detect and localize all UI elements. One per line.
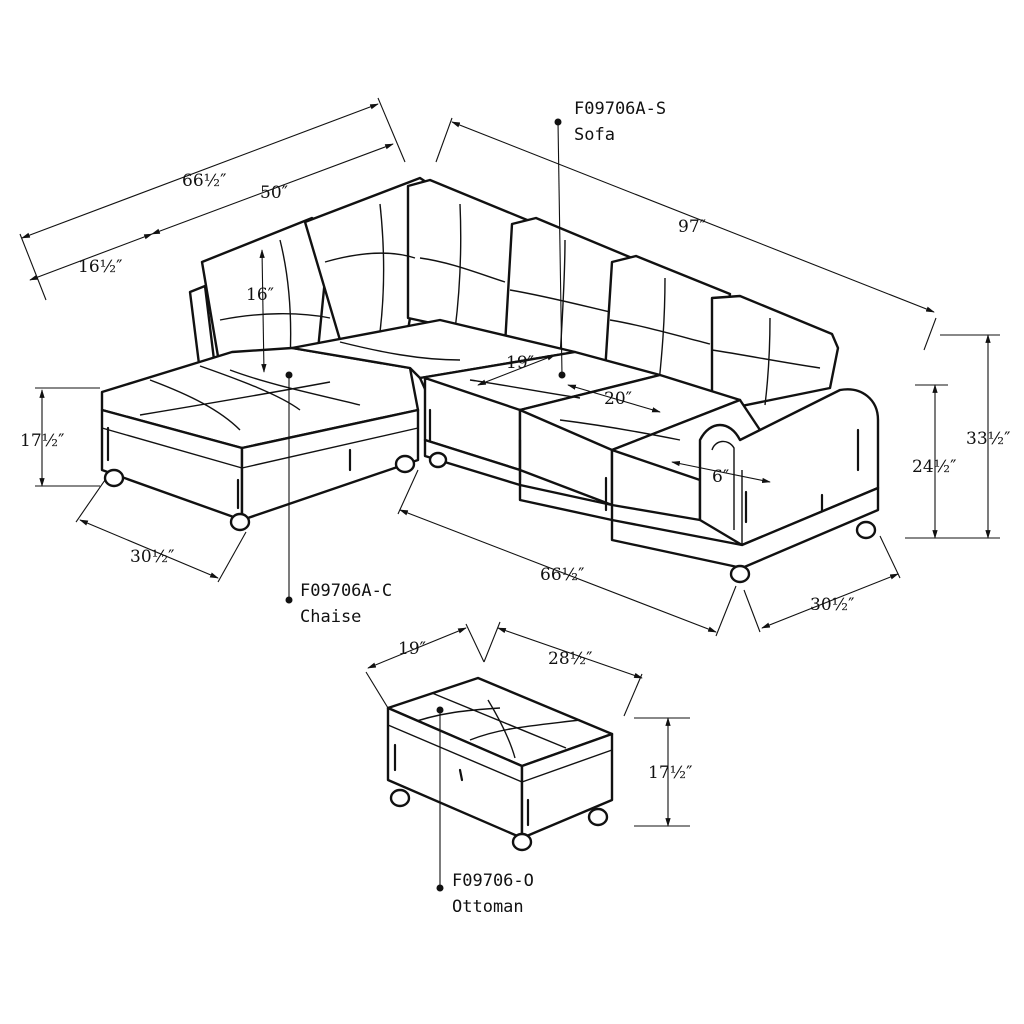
dim-sofa-base-width: 66½″ <box>540 565 584 585</box>
dim-seat-width: 20″ <box>604 389 632 409</box>
dim-arm-width: 6″ <box>712 467 729 487</box>
chaise-name: Chaise <box>300 607 361 627</box>
dim-back-cushion-height: 16″ <box>246 285 274 305</box>
ottoman-code: F09706-O <box>452 871 534 891</box>
dim-sofa-depth: 30½″ <box>810 595 854 615</box>
sofa-leader-dot <box>554 118 562 126</box>
ottoman-leader-dot <box>436 884 444 892</box>
dim-sofa-length: 97″ <box>678 217 706 237</box>
dim-chaise-arm-width: 16½″ <box>78 257 122 277</box>
dim-seat-height: 17½″ <box>20 431 64 451</box>
dim-ottoman-height: 17½″ <box>648 763 692 783</box>
dimension-labels: 66½″ 50″ 16½″ 16″ 19″ 20″ 6″ 97″ 17½″ 24… <box>20 171 1010 783</box>
dim-chaise-depth: 30½″ <box>130 547 174 567</box>
dim-arm-height: 24½″ <box>912 457 956 477</box>
ottoman-drawing <box>386 676 614 852</box>
chaise-code: F09706A-C <box>300 581 392 601</box>
part-leaders <box>285 118 566 892</box>
dim-ottoman-depth: 19″ <box>398 639 426 659</box>
dim-total-height: 33½″ <box>966 429 1010 449</box>
sofa-name: Sofa <box>574 125 615 145</box>
sofa-code: F09706A-S <box>574 99 666 119</box>
chaise-leader-dot <box>285 596 293 604</box>
part-labels: F09706A-S Sofa F09706A-C Chaise F09706-O… <box>300 99 666 917</box>
dim-chaise-total-width: 66½″ <box>182 171 226 191</box>
ottoman-name: Ottoman <box>452 897 524 917</box>
dim-ottoman-width: 28½″ <box>548 649 592 669</box>
dim-seat-depth: 19″ <box>506 353 534 373</box>
dim-sofa-back-width: 50″ <box>260 183 288 203</box>
dimension-lines <box>19 97 1000 827</box>
